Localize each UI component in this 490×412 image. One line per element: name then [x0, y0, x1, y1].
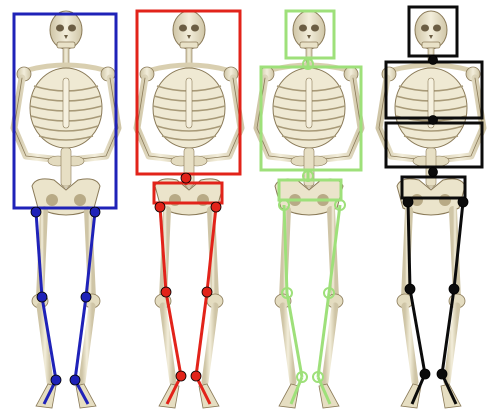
joint-marker: [420, 369, 430, 379]
joint-marker: [176, 371, 186, 381]
joint-marker: [31, 207, 41, 217]
joint-marker: [155, 202, 165, 212]
panel-1: [14, 11, 118, 408]
panel-4: [379, 7, 483, 408]
joint-marker: [429, 168, 438, 177]
joint-marker: [429, 56, 438, 65]
skeleton-image: [137, 11, 241, 408]
joint-marker: [90, 207, 100, 217]
joint-marker: [181, 173, 191, 183]
joint-marker: [449, 284, 459, 294]
joint-marker: [161, 287, 171, 297]
joint-marker: [37, 292, 47, 302]
joint-marker: [437, 369, 447, 379]
skeleton-image: [379, 11, 483, 408]
joint-marker: [429, 116, 438, 125]
joint-marker: [51, 375, 61, 385]
joint-marker: [405, 284, 415, 294]
joint-marker: [81, 292, 91, 302]
joint-marker: [191, 371, 201, 381]
joint-marker: [202, 287, 212, 297]
bone-line: [408, 202, 410, 289]
joint-marker: [458, 197, 468, 207]
joint-marker: [403, 197, 413, 207]
panel-3: [257, 11, 361, 408]
joint-marker: [211, 202, 221, 212]
panel-2: [137, 11, 241, 408]
skeleton-image: [257, 11, 361, 408]
joint-marker: [70, 375, 80, 385]
